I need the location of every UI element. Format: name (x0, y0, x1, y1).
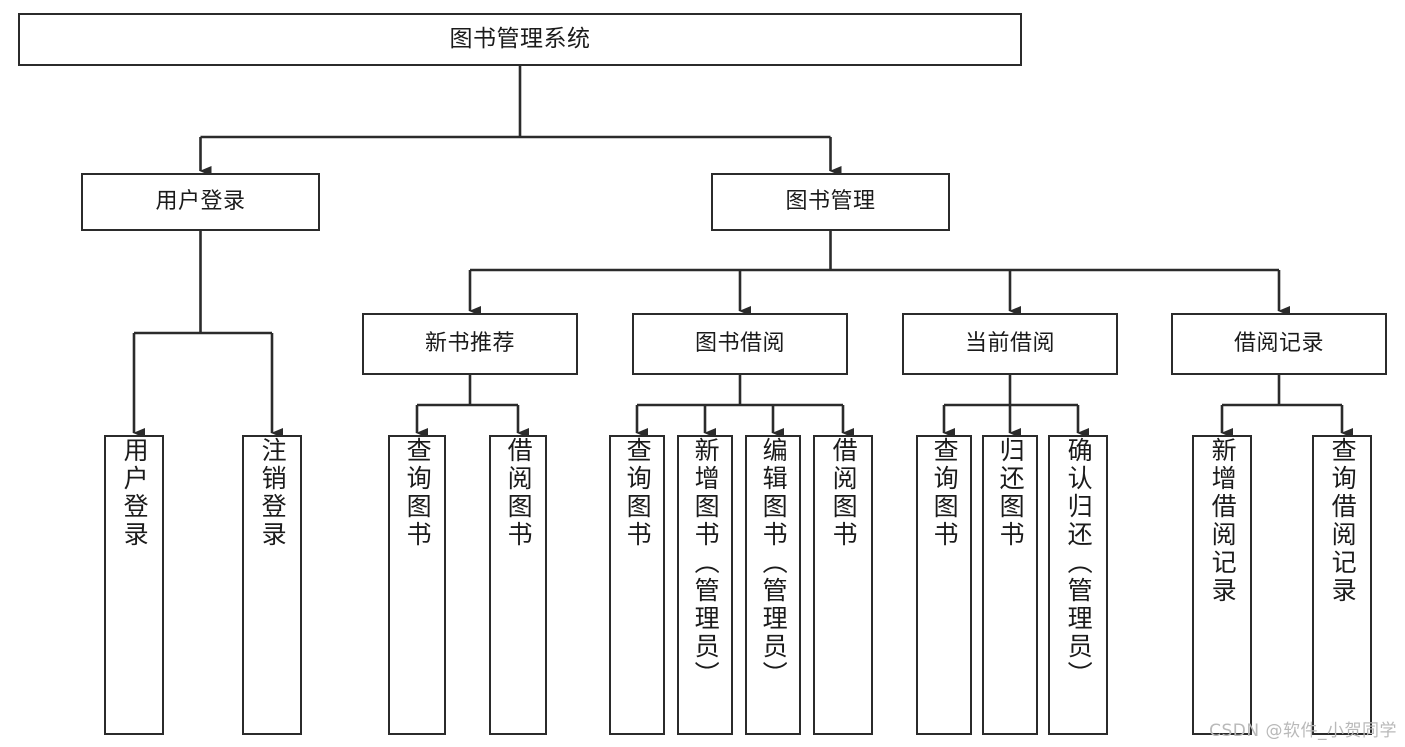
node-label: 查询图书 (930, 437, 960, 549)
node-leaf-edit-book: 编辑图书（管理员） (745, 435, 801, 735)
node-leaf-add-book: 新增图书（管理员） (677, 435, 733, 735)
node-label: 用户登录 (120, 437, 150, 549)
node-leaf-query-book-3: 查询图书 (916, 435, 972, 735)
node-leaf-borrow-book-2: 借阅图书 (813, 435, 873, 735)
node-label: 归还图书 (996, 437, 1026, 549)
node-label: 注销登录 (258, 437, 288, 549)
node-label: 查询图书 (403, 437, 433, 549)
node-label: 借阅图书 (829, 437, 859, 549)
node-label: 查询图书 (623, 437, 653, 549)
node-root: 图书管理系统 (18, 13, 1022, 66)
node-label: 新增借阅记录 (1208, 437, 1238, 605)
node-label: 编辑图书（管理员） (759, 437, 789, 689)
node-label: 图书管理 (785, 189, 876, 215)
node-leaf-borrow-book-1: 借阅图书 (489, 435, 547, 735)
node-label: 查询借阅记录 (1328, 437, 1358, 605)
node-label: 借阅记录 (1233, 331, 1324, 357)
node-label: 用户登录 (155, 189, 246, 215)
node-leaf-query-book-1: 查询图书 (388, 435, 446, 735)
node-leaf-logout: 注销登录 (242, 435, 302, 735)
node-new-book-recommend: 新书推荐 (362, 313, 578, 375)
node-leaf-confirm-return: 确认归还（管理员） (1048, 435, 1108, 735)
node-user-login: 用户登录 (81, 173, 320, 231)
node-book-borrow: 图书借阅 (632, 313, 848, 375)
node-leaf-user-login: 用户登录 (104, 435, 164, 735)
node-label: 新增图书（管理员） (691, 437, 721, 689)
node-label: 图书管理系统 (449, 25, 591, 52)
node-borrow-record: 借阅记录 (1171, 313, 1387, 375)
node-label: 新书推荐 (424, 331, 515, 357)
node-label: 借阅图书 (504, 437, 534, 549)
node-leaf-add-borrow-record: 新增借阅记录 (1192, 435, 1252, 735)
node-leaf-query-borrow-record: 查询借阅记录 (1312, 435, 1372, 735)
node-book-manage: 图书管理 (711, 173, 950, 231)
node-leaf-return-book: 归还图书 (982, 435, 1038, 735)
node-label: 图书借阅 (694, 331, 785, 357)
node-leaf-query-book-2: 查询图书 (609, 435, 665, 735)
node-label: 确认归还（管理员） (1064, 437, 1094, 689)
node-current-borrow: 当前借阅 (902, 313, 1118, 375)
node-label: 当前借阅 (964, 331, 1055, 357)
